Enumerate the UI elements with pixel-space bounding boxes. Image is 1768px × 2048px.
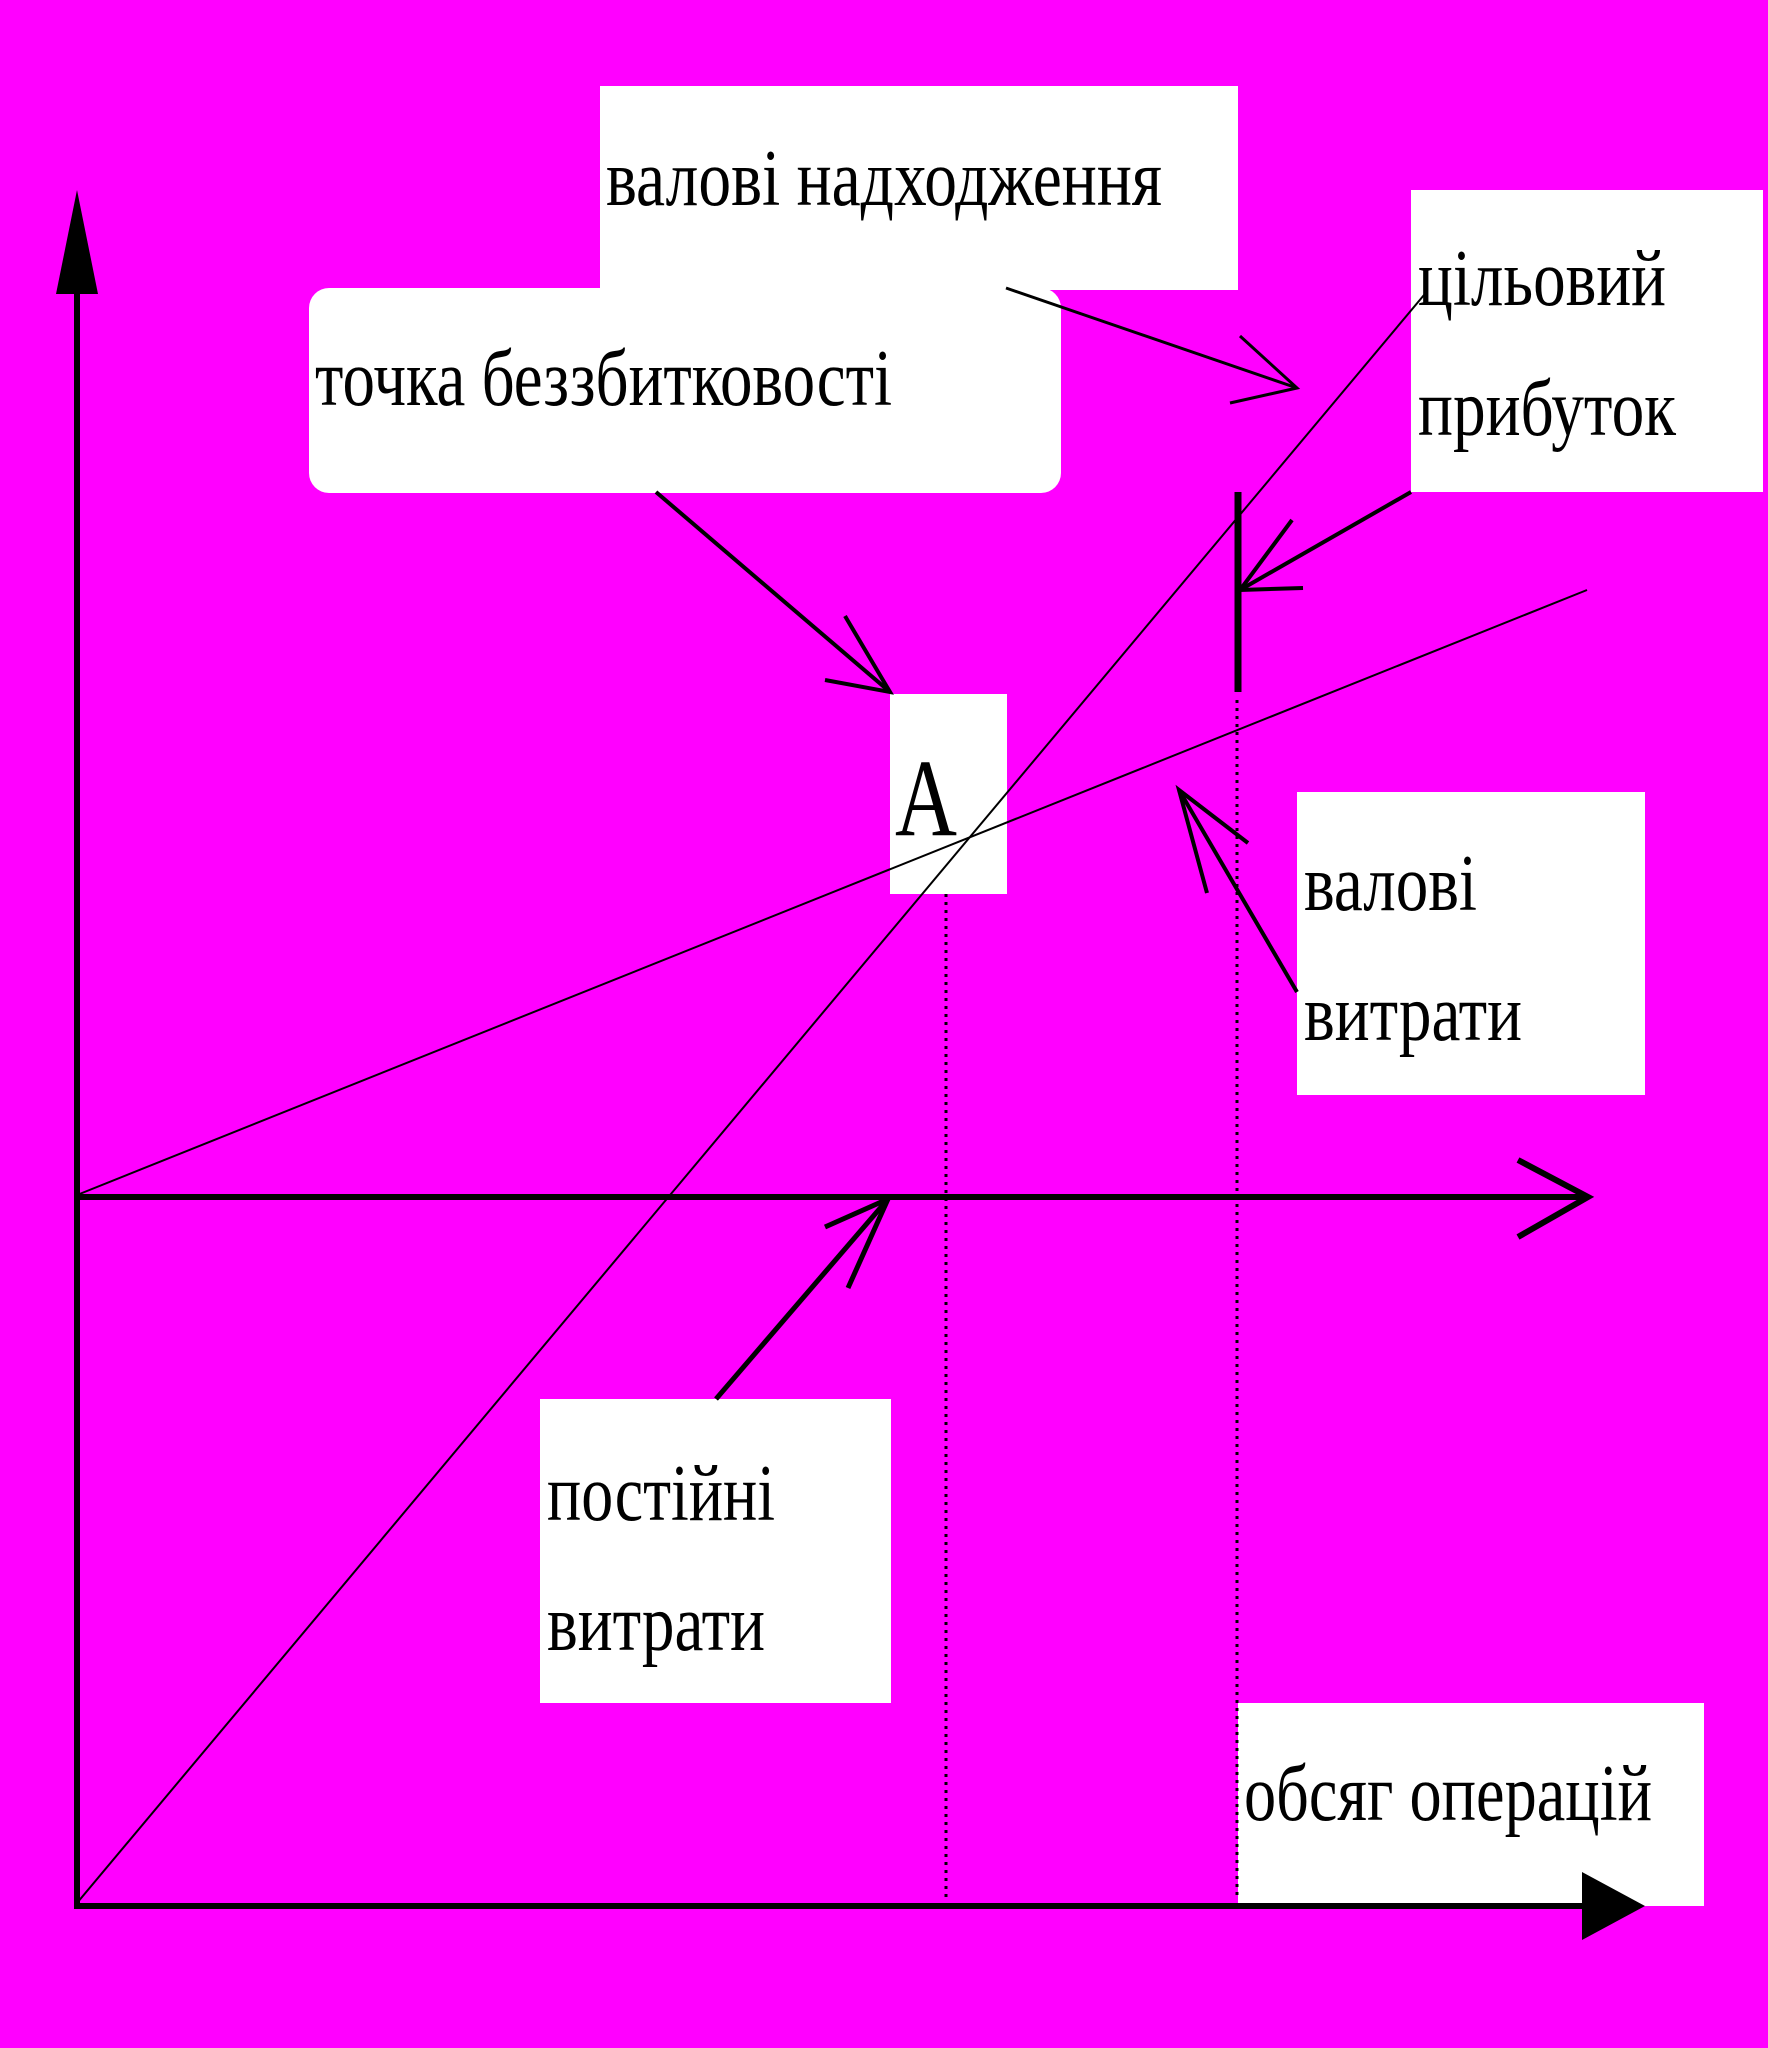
breakeven-pointer-head [824, 614, 894, 695]
gross-revenue-pointer-head [1229, 334, 1301, 405]
gross-costs-pointer-head [1175, 784, 1250, 894]
gross-revenue-pointer [1005, 286, 1298, 390]
fixed-costs-pointer [714, 1197, 890, 1401]
fixed-costs-line-arrowhead [1516, 1157, 1595, 1240]
point-a-label: А [895, 737, 957, 859]
gross-costs-label-line1: валові [1304, 840, 1477, 928]
breakeven-pointer [654, 490, 892, 694]
gross-revenue-box [600, 86, 1238, 290]
target-profit-pointer-head [1235, 518, 1304, 593]
vertical-axis-arrowhead [56, 190, 98, 294]
volume-axis-box [1238, 1703, 1704, 1906]
gross-costs-line [76, 589, 1588, 1196]
breakeven-box [309, 288, 1061, 493]
target-profit-pointer [1239, 490, 1412, 592]
gross-costs-box [1297, 792, 1645, 1095]
target-profit-label-line2: прибуток [1418, 365, 1676, 453]
breakeven-label: точка беззбитковості [315, 335, 892, 423]
fixed-costs-pointer-head [823, 1194, 893, 1290]
gross-costs-pointer [1177, 788, 1299, 994]
target-profit-label-line1: цільовий [1418, 235, 1666, 323]
gross-revenue-label: валові надходження [606, 135, 1162, 223]
gross-revenue-line [76, 294, 1425, 1904]
volume-axis-label: обсяг операцій [1244, 1750, 1652, 1838]
fixed-costs-box [540, 1399, 891, 1703]
fixed-costs-label-line2: витрати [547, 1580, 765, 1668]
horizontal-axis-arrowhead [1582, 1872, 1645, 1940]
gross-costs-label-line2: витрати [1304, 970, 1522, 1058]
fixed-costs-label-line1: постійні [547, 1450, 775, 1538]
target-profit-box [1411, 190, 1763, 492]
